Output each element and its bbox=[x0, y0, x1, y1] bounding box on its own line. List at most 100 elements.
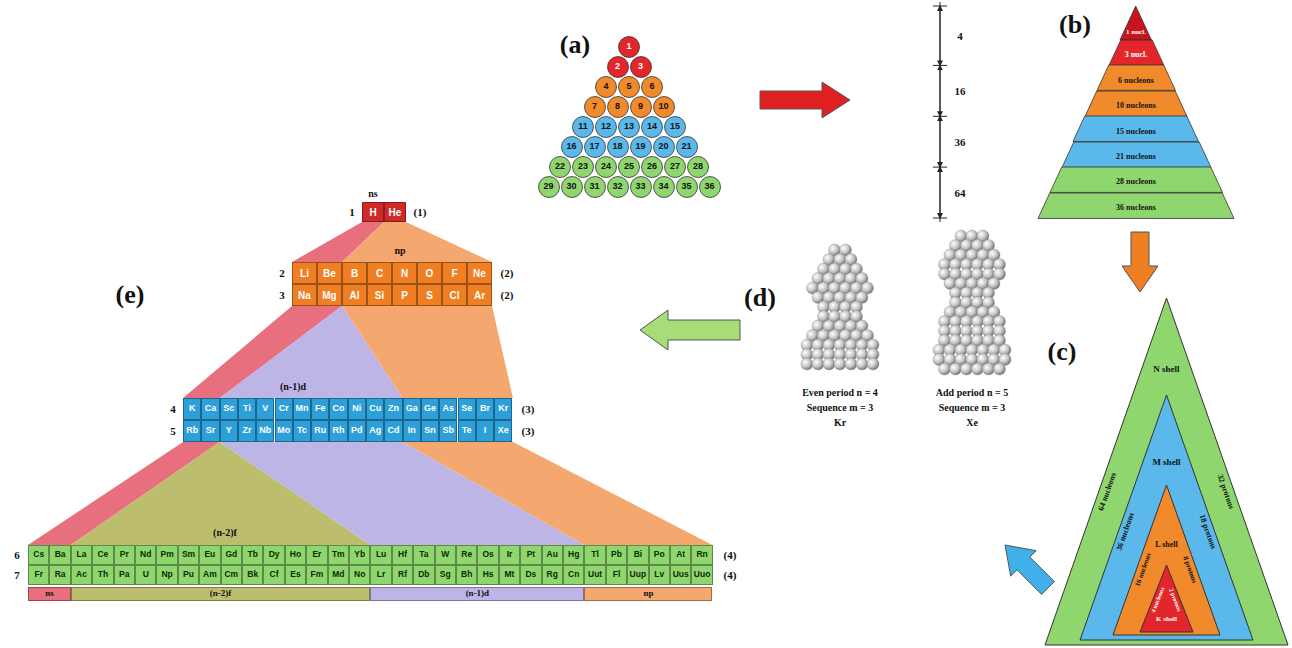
caption-line: Even period n = 4 bbox=[802, 387, 878, 398]
element-cell: Cm bbox=[221, 565, 242, 585]
circle-number: 8 bbox=[615, 102, 620, 112]
band-label: 28 nucleons bbox=[1116, 178, 1156, 187]
circle-number: 18 bbox=[612, 142, 622, 152]
row-count: (3) bbox=[522, 403, 535, 415]
pyramid-band: 10 nucleons bbox=[1085, 91, 1187, 116]
circle-number: 20 bbox=[658, 142, 668, 152]
scale bbox=[933, 2, 947, 222]
element-cell: Ar bbox=[467, 284, 492, 306]
element-cell: Md bbox=[328, 565, 349, 585]
circle-number: 9 bbox=[638, 102, 643, 112]
element-cell: Ga bbox=[403, 398, 421, 420]
element-cell: Ru bbox=[311, 420, 329, 442]
period-number: 3 bbox=[279, 289, 285, 301]
band-label: 3 nucl. bbox=[1125, 51, 1148, 60]
element-cell: Na bbox=[292, 284, 317, 306]
element-cell: Br bbox=[476, 398, 494, 420]
circle-number: 26 bbox=[647, 162, 657, 172]
element-cell: Cl bbox=[442, 284, 467, 306]
number-circle: 15 bbox=[664, 116, 686, 138]
element-cell: Cd bbox=[384, 420, 402, 442]
circle-number: 17 bbox=[589, 142, 599, 152]
block-label: (n-2)f bbox=[213, 527, 237, 538]
dimension-number: 36 bbox=[955, 136, 966, 148]
element-cell: Pm bbox=[156, 545, 177, 565]
dimension-number: 16 bbox=[955, 85, 966, 97]
element-cell: Ac bbox=[71, 565, 92, 585]
shell-name: K shell bbox=[1156, 616, 1177, 624]
element-cell: Uus bbox=[670, 565, 691, 585]
number-circle: 7 bbox=[584, 96, 606, 118]
element-cell: Mn bbox=[293, 398, 311, 420]
number-circle: 5 bbox=[618, 76, 640, 98]
band-label: 36 nucleons bbox=[1116, 203, 1156, 212]
element-cell: Pb bbox=[606, 545, 627, 565]
band-label: 6 nucleons bbox=[1118, 76, 1154, 85]
panel-letter: (c) bbox=[1048, 338, 1077, 367]
element-cell: Tm bbox=[328, 545, 349, 565]
block-bar: (n-2)f bbox=[71, 587, 371, 601]
element-cell: Nb bbox=[256, 420, 274, 442]
element-cell: I bbox=[476, 420, 494, 442]
caption-line: Kr bbox=[834, 417, 846, 428]
pyramid-band: 15 nucleons bbox=[1073, 116, 1198, 141]
circle-number: 35 bbox=[681, 182, 691, 192]
circle-number: 2 bbox=[615, 62, 620, 72]
circle-number: 21 bbox=[681, 142, 691, 152]
element-cell: Mo bbox=[275, 420, 293, 442]
element-cell: Ba bbox=[49, 545, 70, 565]
band-label: 10 nucleons bbox=[1116, 102, 1156, 111]
element-cell: Xe bbox=[494, 420, 512, 442]
row-count: (1) bbox=[414, 206, 427, 218]
number-circle: 19 bbox=[630, 136, 652, 158]
element-cell: Re bbox=[456, 545, 477, 565]
element-cell: Tb bbox=[242, 545, 263, 565]
element-cell: Zr bbox=[238, 420, 256, 442]
shell-name: L shell bbox=[1155, 541, 1177, 550]
element-cell: Li bbox=[292, 262, 317, 284]
element-cell: Lr bbox=[370, 565, 391, 585]
element-cell: Es bbox=[285, 565, 306, 585]
number-circle: 8 bbox=[607, 96, 629, 118]
circle-number: 5 bbox=[626, 82, 631, 92]
period-number: 2 bbox=[279, 267, 285, 279]
element-cell: Hg bbox=[563, 545, 584, 565]
element-cell: Ds bbox=[520, 565, 541, 585]
period-number: 4 bbox=[170, 403, 176, 415]
number-circle: 4 bbox=[595, 76, 617, 98]
atom-cluster bbox=[801, 230, 1011, 375]
element-cell: Dy bbox=[263, 545, 284, 565]
number-circle: 29 bbox=[538, 176, 560, 198]
element-cell: Ce bbox=[92, 545, 113, 565]
number-circle: 22 bbox=[549, 156, 571, 178]
circle-number: 6 bbox=[649, 82, 654, 92]
period-number: 5 bbox=[170, 425, 176, 437]
pyramid-band: 6 nucleons bbox=[1097, 65, 1175, 90]
number-circle: 25 bbox=[618, 156, 640, 178]
element-cell: Ca bbox=[201, 398, 219, 420]
number-circle: 13 bbox=[618, 116, 640, 138]
element-cell: Sr bbox=[201, 420, 219, 442]
shell-name: N shell bbox=[1153, 365, 1179, 375]
number-circle: 16 bbox=[561, 136, 583, 158]
element-cell: F bbox=[442, 262, 467, 284]
element-cell: Mg bbox=[317, 284, 342, 306]
number-circle: 24 bbox=[595, 156, 617, 178]
number-circle: 1 bbox=[618, 36, 640, 58]
pyramid-band: 1 nucl. bbox=[1120, 6, 1151, 40]
element-cell: Fe bbox=[311, 398, 329, 420]
element-cell: N bbox=[392, 262, 417, 284]
element-cell: Pt bbox=[520, 545, 541, 565]
element-cell: Th bbox=[92, 565, 113, 585]
element-cell: Eu bbox=[199, 545, 220, 565]
element-cell: V bbox=[256, 398, 274, 420]
row-count: (2) bbox=[501, 267, 514, 279]
element-cell: Am bbox=[199, 565, 220, 585]
row-count: (4) bbox=[724, 569, 737, 581]
circle-number: 7 bbox=[592, 102, 597, 112]
number-circle: 11 bbox=[572, 116, 594, 138]
element-cell: Pd bbox=[348, 420, 366, 442]
pyramid-band: 36 nucleons bbox=[1038, 193, 1234, 218]
element-cell: Er bbox=[306, 545, 327, 565]
